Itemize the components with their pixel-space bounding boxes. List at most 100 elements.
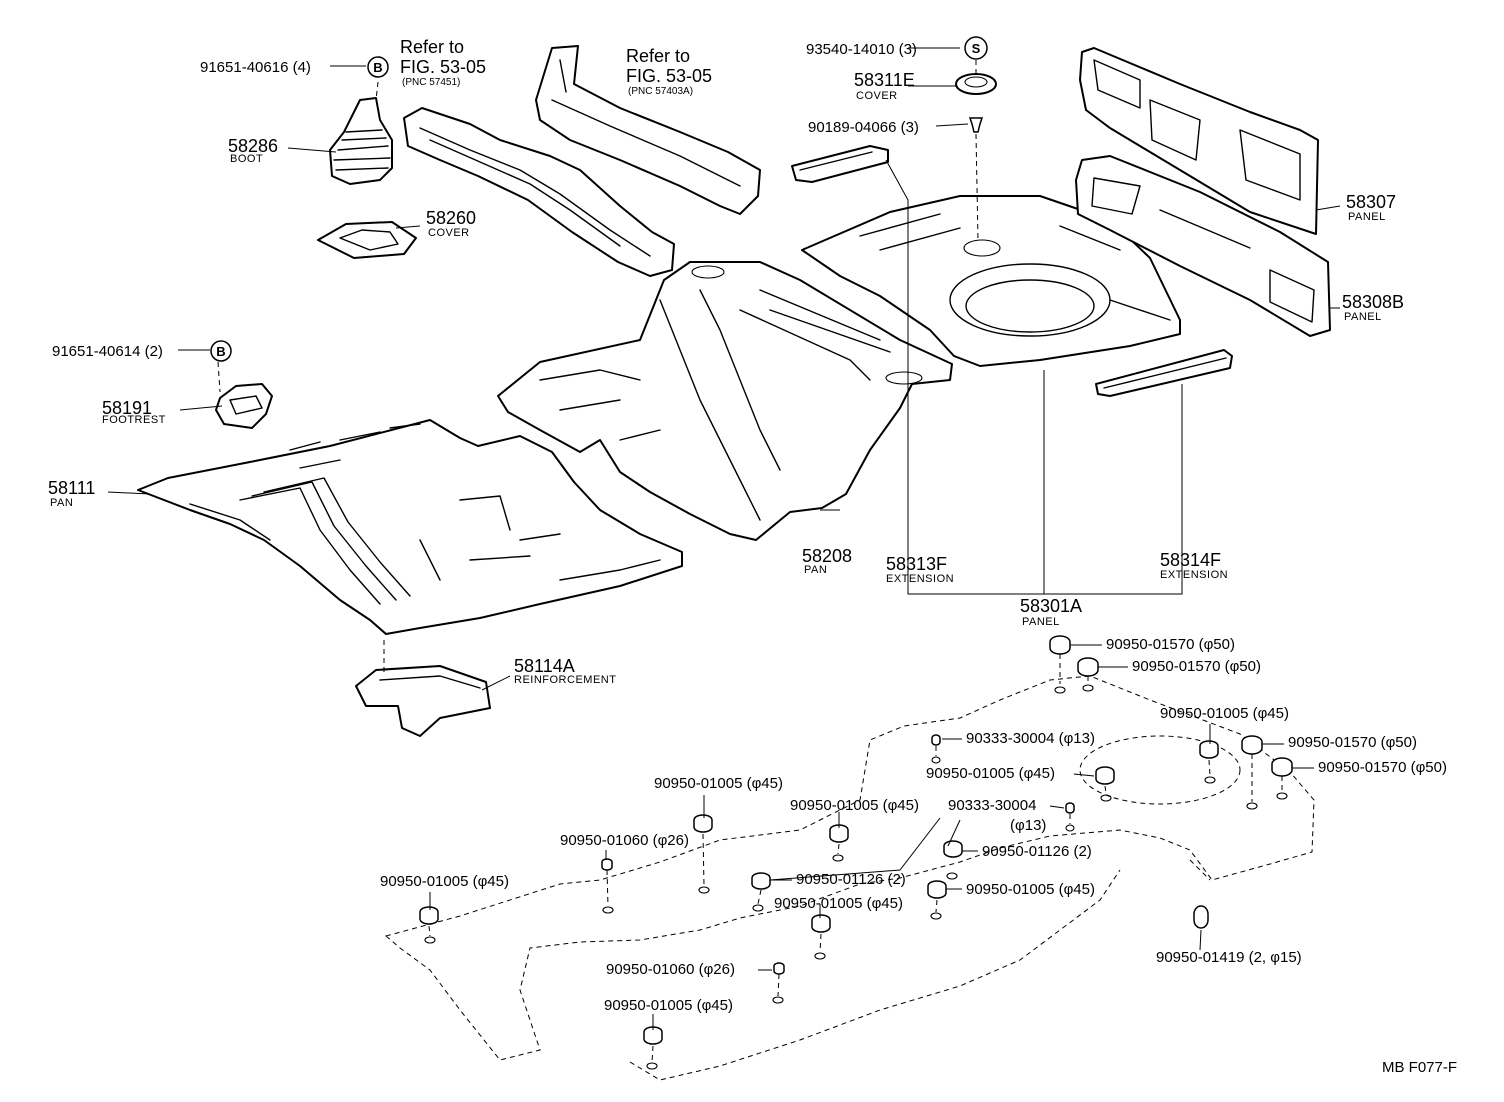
part-58111-num: 58111 [48, 478, 95, 498]
fastener-f3: 93540-14010 (3) [806, 41, 917, 58]
svg-text:B: B [216, 344, 225, 359]
part-58260-name: COVER [428, 227, 470, 239]
part-58286-name: BOOT [230, 153, 263, 165]
plug-g13 [419, 906, 439, 925]
part-58208-num: 58208 [802, 546, 852, 566]
floor-pan-58111 [137, 419, 683, 635]
part-58114A-name: REINFORCEMENT [514, 674, 616, 686]
part-58286-num: 58286 [228, 136, 278, 156]
plug-label-g13: 90950-01005 (φ45) [380, 873, 509, 890]
member-57403A [535, 45, 761, 215]
plug-label-g9: 90950-01005 (φ45) [790, 797, 919, 814]
plugs [419, 635, 1314, 1070]
ref1-line1: Refer to [400, 37, 464, 57]
ref1-line2: FIG. 53-05 [400, 57, 486, 77]
panel-58308B [1075, 155, 1331, 337]
plug-g5 [1241, 735, 1263, 755]
part-58114A-num: 58114A [514, 656, 575, 676]
plug-label-g3: 90950-01005 (φ45) [1160, 705, 1289, 722]
plug-g18 [643, 1026, 663, 1045]
labels: Refer to FIG. 53-05 (PNC 57451) Refer to… [48, 37, 1457, 1076]
plug-label-g7: 90950-01570 (φ50) [1318, 759, 1447, 776]
plug-g3 [1199, 740, 1219, 759]
footrest-58191 [215, 383, 273, 429]
part-58313F-num: 58313F [886, 554, 947, 574]
plug-label-g1: 90950-01570 (φ50) [1106, 636, 1235, 653]
part-58301A-name: PANEL [1022, 616, 1060, 628]
ref2-line3: (PNC 57403A) [628, 86, 693, 97]
part-58308B-num: 58308B [1342, 292, 1404, 312]
symbol-b-top: B [367, 56, 389, 78]
part-58260-num: 58260 [426, 208, 476, 228]
member-57451 [403, 107, 675, 277]
plug-g1 [1049, 635, 1071, 655]
plug-g16 [811, 914, 831, 933]
part-58208-name: PAN [804, 564, 827, 576]
plug-label-g12: 90950-01126 (2) [982, 843, 1092, 860]
cover-58311E [955, 73, 997, 95]
plug-label-g10b: (φ13) [1010, 817, 1046, 834]
plug-label-g19: 90950-01419 (2, φ15) [1156, 949, 1302, 966]
plug-g4 [931, 734, 941, 746]
rear-floor-panel-58301A [801, 195, 1181, 367]
plug-g14 [751, 872, 771, 890]
plug-g19 [1193, 905, 1209, 929]
cover-58260 [317, 221, 417, 259]
part-58308B-name: PANEL [1344, 311, 1382, 323]
ref1-line3: (PNC 57451) [402, 77, 460, 88]
extension-58313F [791, 145, 889, 183]
plug-label-g17: 90950-01060 (φ26) [606, 961, 735, 978]
plug-label-g10a: 90333-30004 [948, 797, 1036, 814]
plug-label-g18: 90950-01005 (φ45) [604, 997, 733, 1014]
part-58313F-name: EXTENSION [886, 573, 954, 585]
symbol-s: S [964, 36, 988, 60]
plug-g11 [601, 858, 613, 871]
part-58191-num: 58191 [102, 398, 152, 418]
part-58111-name: PAN [50, 497, 73, 509]
part-58311E-name: COVER [856, 90, 898, 102]
plug-label-g11: 90950-01060 (φ26) [560, 832, 689, 849]
figure-code: MB F077-F [1382, 1059, 1457, 1076]
plug-g12 [943, 840, 963, 858]
plug-label-g8: 90950-01005 (φ45) [654, 775, 783, 792]
boot-58286 [329, 97, 393, 185]
plug-label-g2: 90950-01570 (φ50) [1132, 658, 1261, 675]
symbol-b-lower: B [210, 340, 232, 362]
plug-g7 [1271, 757, 1293, 777]
plug-g6 [1095, 766, 1115, 785]
floor-pan-58208 [497, 261, 953, 541]
plug-label-g4: 90333-30004 (φ13) [966, 730, 1095, 747]
part-58314F-name: EXTENSION [1160, 569, 1228, 581]
extension-58314F [1095, 349, 1233, 397]
plug-label-g16: 90950-01005 (φ45) [774, 895, 903, 912]
plug-label-g14: 90950-01126 (2) [796, 871, 906, 888]
ref2-line2: FIG. 53-05 [626, 66, 712, 86]
plug-g8 [693, 814, 713, 833]
part-58301A-num: 58301A [1020, 596, 1082, 616]
part-58191-name: FOOTREST [102, 414, 166, 426]
floor-silhouette [384, 675, 1315, 1081]
part-58314F-num: 58314F [1160, 550, 1221, 570]
plug-label-g5: 90950-01570 (φ50) [1288, 734, 1417, 751]
leader-lines [107, 47, 1341, 691]
plug-label-g15: 90950-01005 (φ45) [966, 881, 1095, 898]
plug-g9 [829, 824, 849, 843]
plug-g17 [773, 962, 785, 975]
screw-90189 [968, 117, 984, 133]
panel-58307 [1079, 47, 1319, 235]
part-58307-num: 58307 [1346, 192, 1396, 212]
fastener-f4: 90189-04066 (3) [808, 119, 919, 136]
svg-text:S: S [972, 41, 981, 56]
part-58307-name: PANEL [1348, 211, 1386, 223]
ref2-line1: Refer to [626, 46, 690, 66]
svg-text:B: B [373, 60, 382, 75]
reinforcement-58114A [355, 665, 491, 737]
fastener-f1: 91651-40616 (4) [200, 59, 311, 76]
plug-label-g6: 90950-01005 (φ45) [926, 765, 1055, 782]
plug-g10 [1065, 802, 1075, 814]
part-58311E-num: 58311E [854, 70, 915, 90]
plug-g15 [927, 880, 947, 899]
fastener-f2: 91651-40614 (2) [52, 343, 163, 360]
